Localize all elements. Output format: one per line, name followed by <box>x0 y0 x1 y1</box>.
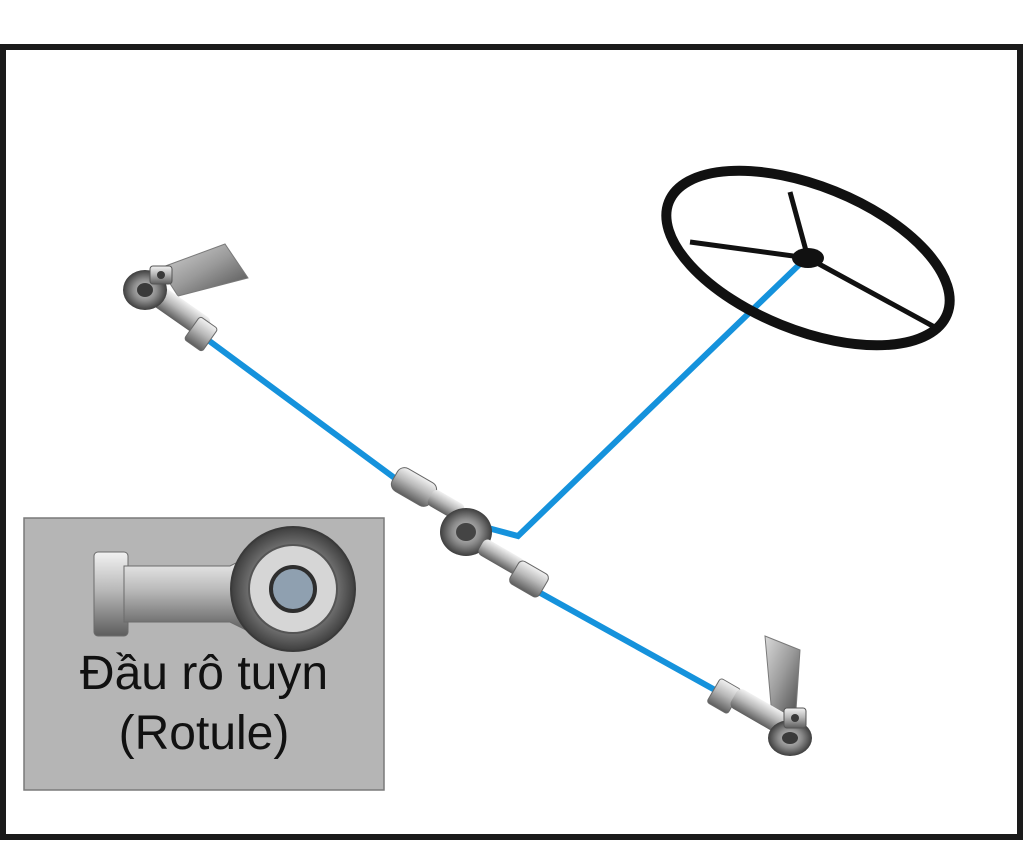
steering-column <box>485 258 806 540</box>
left-tie-rod <box>205 337 403 485</box>
inset-subtitle: (Rotule) <box>118 707 290 760</box>
left-rod-end-icon <box>123 243 249 352</box>
right-tie-rod <box>532 587 718 693</box>
center-ball-joint-icon <box>390 467 549 598</box>
steering-wheel-icon <box>661 165 955 351</box>
ball-joint-icon <box>93 526 356 652</box>
inset-title: Đầu rô tuyn <box>79 647 329 700</box>
rotule-inset <box>23 517 385 791</box>
tie-rods <box>205 258 806 693</box>
right-rod-end-icon <box>707 635 812 756</box>
